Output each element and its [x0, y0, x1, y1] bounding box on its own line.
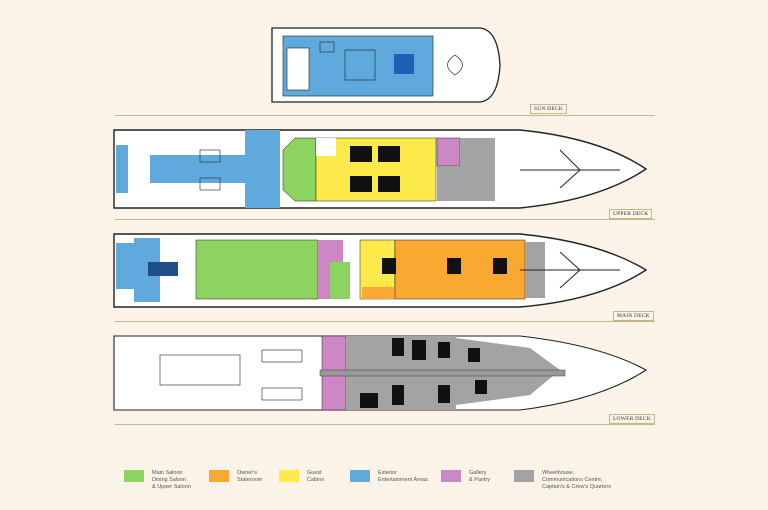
legend-item-gallery: Gallery & Pantry [441, 470, 514, 491]
legend-swatch [441, 470, 461, 482]
sun-deck-drawing [271, 27, 501, 103]
legend-item-saloon: Main Saloon Dining Saloon & Upper Saloon [124, 470, 209, 491]
lower-deck-drawing [113, 335, 648, 411]
legend-swatch [279, 470, 299, 482]
sun-deck-divider [115, 115, 655, 116]
main-deck-drawing [113, 233, 648, 308]
legend-item-exterior: Exterior Entertainment Areas [350, 470, 441, 491]
legend: Main Saloon Dining Saloon & Upper Saloon… [124, 470, 624, 491]
legend-swatch [209, 470, 229, 482]
upper-deck-divider [115, 219, 655, 220]
legend-label: Wheelhouse, Communications Centre, Capta… [542, 470, 612, 490]
legend-label: Main Saloon Dining Saloon & Upper Saloon [152, 470, 191, 490]
legend-swatch [514, 470, 534, 482]
main-deck-divider [115, 321, 655, 322]
lower-deck-label: LOWER DECK [609, 414, 655, 424]
legend-label: Owner's Stateroom [237, 470, 263, 483]
legend-item-guest: Guest Cabins [279, 470, 350, 491]
legend-label: Guest Cabins [307, 470, 325, 483]
legend-item-crew: Wheelhouse, Communications Centre, Capta… [514, 470, 624, 491]
legend-label: Gallery & Pantry [469, 470, 491, 483]
sun-deck-label: SUN DECK [530, 104, 567, 114]
legend-label: Exterior Entertainment Areas [378, 470, 428, 483]
lower-deck-divider [115, 424, 655, 425]
upper-deck-label: UPPER DECK [609, 209, 653, 219]
legend-swatch [350, 470, 370, 482]
legend-item-owner: Owner's Stateroom [209, 470, 279, 491]
main-deck-label: MAIN DECK [613, 311, 654, 321]
legend-swatch [124, 470, 144, 482]
upper-deck-drawing [113, 129, 648, 209]
